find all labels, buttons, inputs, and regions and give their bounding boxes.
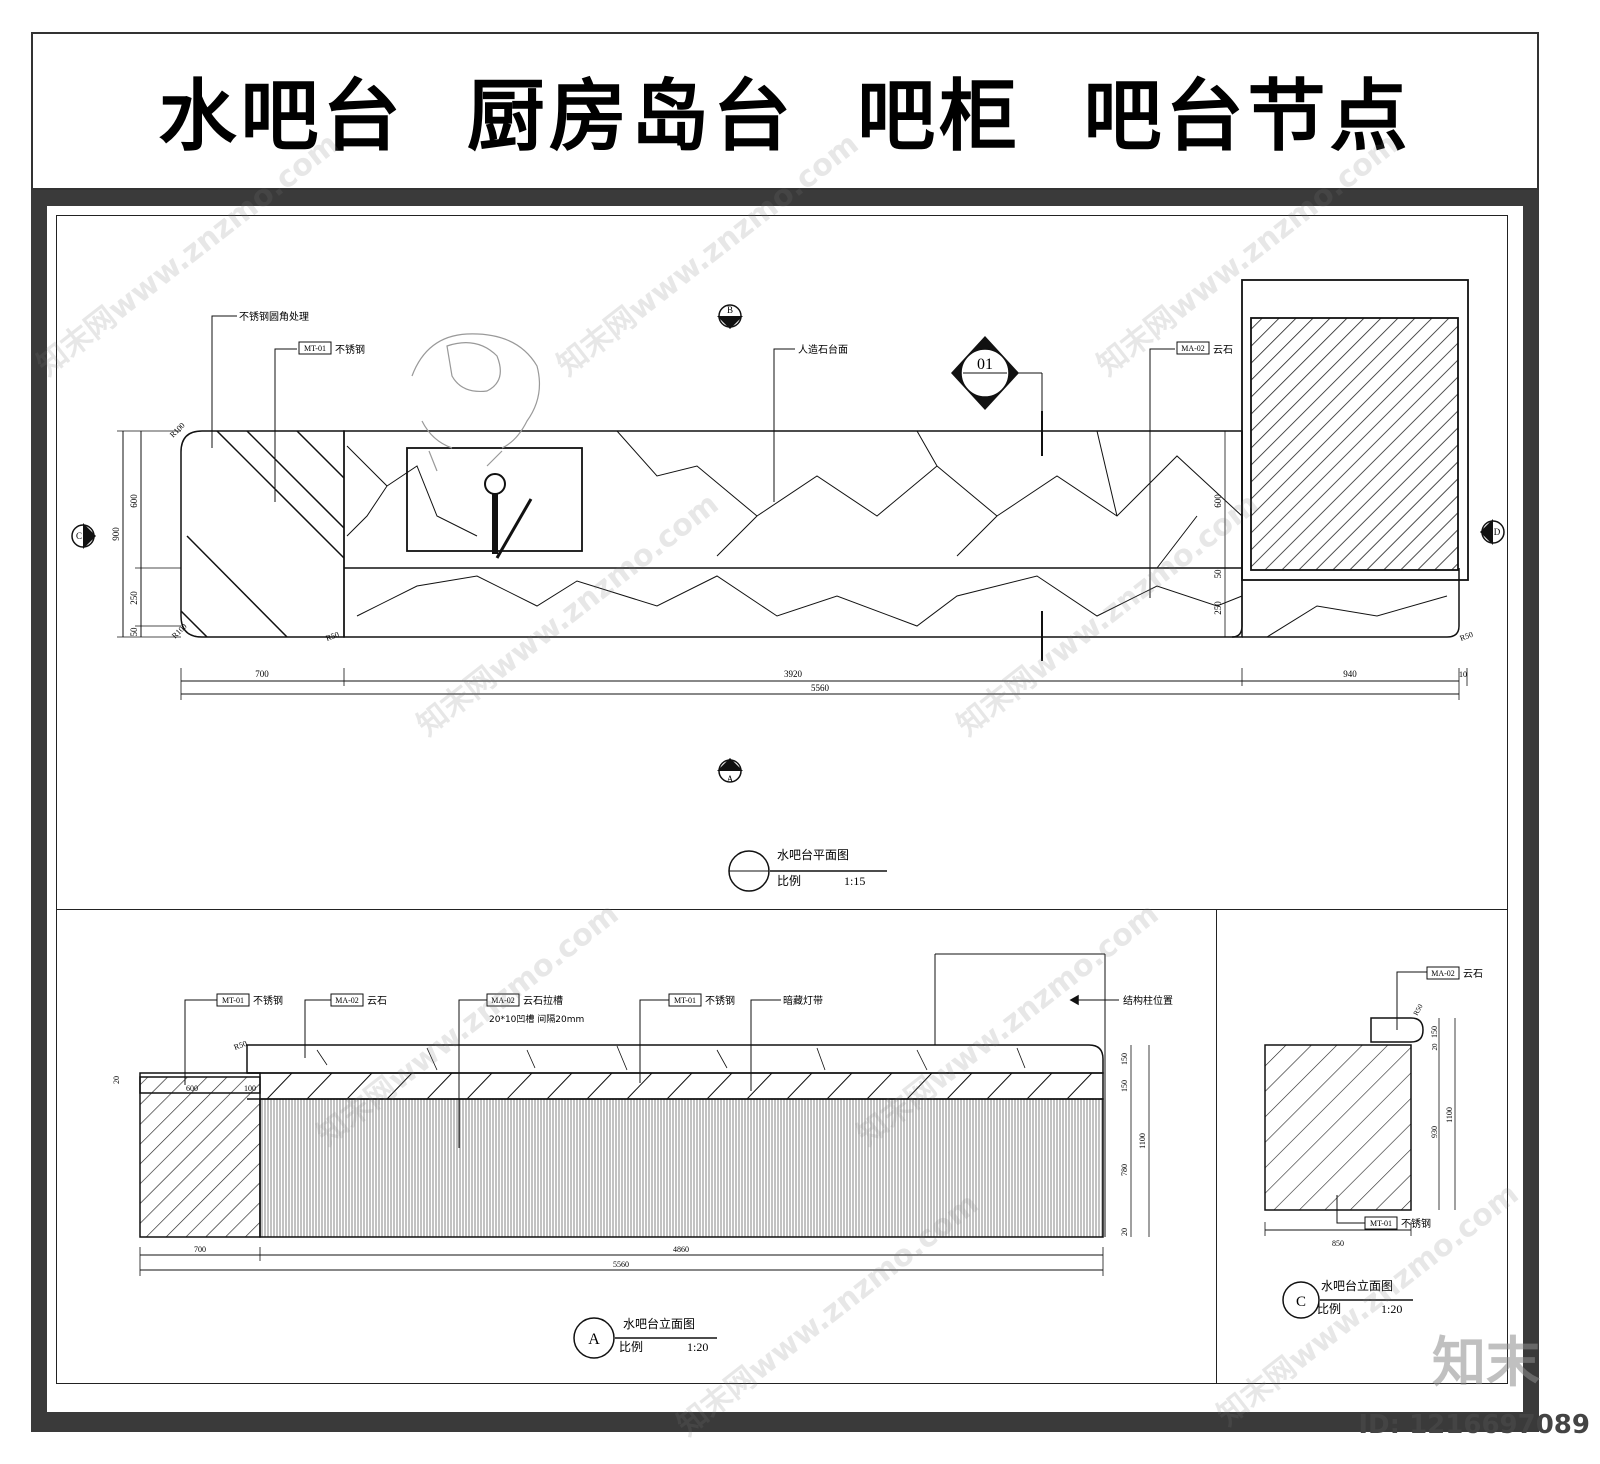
dim-label: 4860 bbox=[673, 1245, 689, 1254]
image-id: ID: 1216697089 bbox=[1358, 1410, 1590, 1440]
dim-label: 1100 bbox=[1445, 1107, 1454, 1123]
dim-label: 250 bbox=[1213, 601, 1223, 615]
section-mark-a: A bbox=[717, 758, 743, 784]
dim-label: 150 bbox=[1120, 1080, 1129, 1092]
callout-text: 不锈钢 bbox=[253, 994, 283, 1007]
callout-text: 云石 bbox=[1463, 969, 1483, 980]
callout-text: 云石拉槽 bbox=[523, 994, 563, 1007]
callout-text: 云石 bbox=[367, 996, 387, 1007]
dim-label: 150 bbox=[1430, 1026, 1439, 1038]
elev-a-stone-top bbox=[246, 1044, 1104, 1074]
svg-text:C: C bbox=[1296, 1294, 1306, 1310]
svg-text:1:15: 1:15 bbox=[844, 874, 865, 888]
callout-code: MT-01 bbox=[674, 996, 696, 1005]
svg-text:水吧台平面图: 水吧台平面图 bbox=[777, 847, 849, 862]
callout-mt01-text: 不锈钢 bbox=[335, 343, 365, 356]
radius-label: R50 bbox=[233, 1039, 249, 1052]
callout-ma02-text: 云石 bbox=[1213, 345, 1233, 356]
svg-text:B: B bbox=[727, 305, 733, 315]
svg-text:水吧台立面图: 水吧台立面图 bbox=[623, 1316, 695, 1331]
elevation-a-drawing: MT-01 不锈钢 MA-02 云石 MA-02 云石拉槽 20*10凹槽 间隔… bbox=[112, 953, 1173, 1359]
dim-label: 3920 bbox=[784, 669, 803, 679]
dim-label: 5560 bbox=[811, 683, 830, 693]
section-mark-d: D bbox=[1480, 519, 1505, 545]
callout-code: MT-01 bbox=[1370, 1219, 1392, 1228]
dim-label: 600 bbox=[186, 1084, 198, 1093]
radius-label: R50 bbox=[325, 630, 341, 643]
callout-text: 不锈钢 bbox=[705, 994, 735, 1007]
plan-tall-cabinet bbox=[1241, 279, 1469, 581]
plan-panel: B A C D 01 不锈钢圆角处理 MT-01 不锈钢 人造石台面 MA-02… bbox=[56, 215, 1508, 910]
callout-led: 暗藏灯带 bbox=[783, 994, 823, 1007]
svg-text:01: 01 bbox=[977, 356, 993, 373]
dim-label: 1100 bbox=[1138, 1133, 1147, 1149]
elev-c-caption: C 水吧台立面图 比例 1:20 bbox=[1282, 1278, 1413, 1319]
page-title: 水吧台 厨房岛台 吧柜 吧台节点 bbox=[158, 72, 1412, 162]
radius-label: R50 bbox=[1459, 630, 1475, 643]
callout-code: MA-02 bbox=[335, 996, 359, 1005]
dim-label: 5560 bbox=[613, 1260, 629, 1269]
dim-label: 10 bbox=[1459, 670, 1467, 679]
elev-c-steel-body bbox=[1264, 1044, 1412, 1211]
svg-text:比例: 比例 bbox=[777, 874, 801, 888]
svg-text:比例: 比例 bbox=[1317, 1302, 1341, 1316]
callout-text: 不锈钢 bbox=[1401, 1217, 1431, 1230]
callout-code: MA-02 bbox=[1431, 969, 1455, 978]
elev-a-groove-panel bbox=[259, 1098, 1104, 1238]
callout-code: MA-02 bbox=[491, 996, 515, 1005]
callout-code: MT-01 bbox=[222, 996, 244, 1005]
callout-column: 结构柱位置 bbox=[1123, 994, 1173, 1007]
elev-c-stone-top bbox=[1370, 1017, 1424, 1043]
callout-stone-top: 人造石台面 bbox=[798, 343, 848, 356]
dim-label: 100 bbox=[244, 1084, 256, 1093]
elevation-a-panel: MT-01 不锈钢 MA-02 云石 MA-02 云石拉槽 20*10凹槽 间隔… bbox=[56, 909, 1217, 1384]
dim-label: 20 bbox=[1431, 1043, 1439, 1051]
elevation-c-panel: MA-02 云石 MT-01 不锈钢 R50 150 930 20 1100 8… bbox=[1216, 909, 1508, 1384]
svg-text:1:20: 1:20 bbox=[687, 1340, 708, 1354]
radius-label: R100 bbox=[168, 421, 187, 440]
dim-label: 700 bbox=[255, 669, 269, 679]
radius-label: R50 bbox=[1412, 1002, 1425, 1017]
dim-label: 600 bbox=[129, 494, 139, 508]
dim-label: 50 bbox=[129, 627, 139, 637]
brand-logo: 知末 bbox=[1432, 1331, 1540, 1394]
title-band: 水吧台 厨房岛台 吧柜 吧台节点 bbox=[31, 32, 1539, 190]
section-mark-c: C bbox=[71, 523, 96, 549]
dim-label: 780 bbox=[1120, 1164, 1129, 1176]
dim-label: 50 bbox=[1213, 569, 1223, 579]
dim-label: 20 bbox=[1120, 1228, 1129, 1236]
dim-label: 850 bbox=[1332, 1239, 1344, 1248]
svg-text:1:20: 1:20 bbox=[1381, 1302, 1402, 1316]
dim-label: 940 bbox=[1343, 669, 1357, 679]
callout-ma02-code: MA-02 bbox=[1181, 344, 1205, 353]
callout-corner: 不锈钢圆角处理 bbox=[239, 310, 309, 323]
dim-label: 930 bbox=[1430, 1126, 1439, 1138]
dim-label: 900 bbox=[111, 527, 121, 541]
elevation-c-drawing: MA-02 云石 MT-01 不锈钢 R50 150 930 20 1100 8… bbox=[1264, 966, 1483, 1319]
elev-a-steel-end bbox=[139, 1076, 261, 1238]
dim-label: 20 bbox=[112, 1076, 121, 1084]
dim-label: 600 bbox=[1213, 494, 1223, 508]
plan-counter-main bbox=[343, 430, 1243, 638]
svg-text:水吧台立面图: 水吧台立面图 bbox=[1321, 1278, 1393, 1293]
callout-mt01-code: MT-01 bbox=[304, 344, 326, 353]
callout-spec: 20*10凹槽 间隔20mm bbox=[489, 1013, 584, 1025]
plan-steel-end bbox=[180, 430, 345, 638]
dim-label: 700 bbox=[194, 1245, 206, 1254]
detail-mark-01: 01 bbox=[951, 336, 1019, 410]
plan-caption: 水吧台平面图 比例 1:15 bbox=[728, 847, 887, 892]
svg-text:D: D bbox=[1494, 527, 1501, 537]
dim-label: 250 bbox=[129, 591, 139, 605]
svg-text:比例: 比例 bbox=[619, 1340, 643, 1354]
svg-text:A: A bbox=[727, 774, 734, 784]
section-mark-b: B bbox=[717, 304, 743, 329]
svg-text:C: C bbox=[76, 531, 82, 541]
elev-a-led-band bbox=[247, 1072, 1104, 1100]
plan-drawing: B A C D 01 不锈钢圆角处理 MT-01 不锈钢 人造石台面 MA-02… bbox=[71, 279, 1505, 892]
elev-a-caption: A 水吧台立面图 比例 1:20 bbox=[573, 1316, 717, 1359]
dim-label: 150 bbox=[1120, 1053, 1129, 1065]
svg-text:A: A bbox=[588, 1331, 600, 1348]
